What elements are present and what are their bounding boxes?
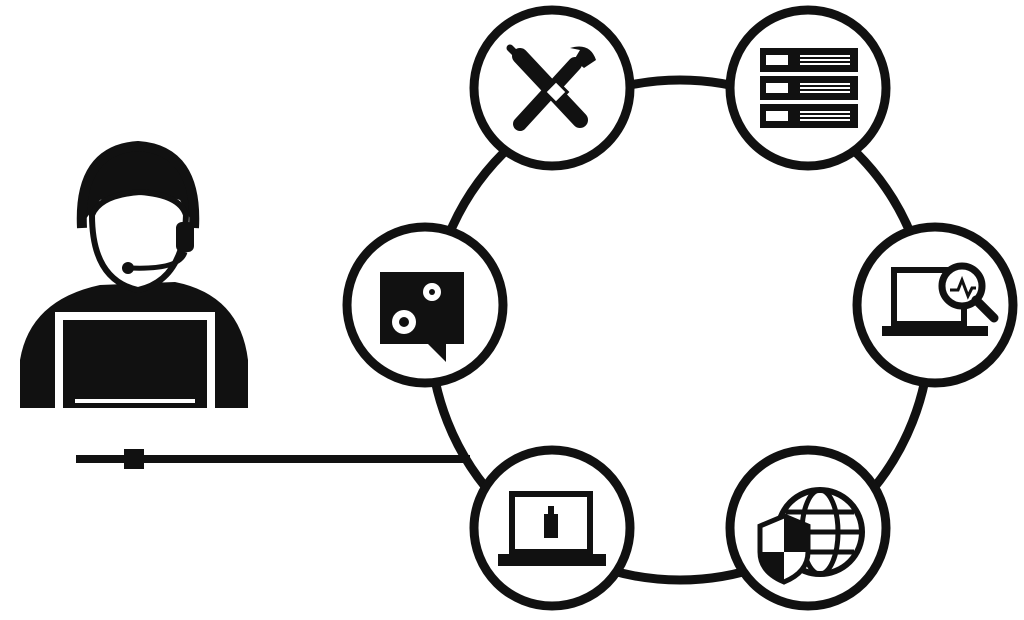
laptop-search-icon [882,262,999,336]
ring-node-security [725,445,891,611]
laptop-usb-icon [498,491,606,566]
support-agent-icon [20,140,248,416]
ring-node-tools [469,5,635,171]
wrench-screwdriver-icon [506,44,596,131]
laptop-icon [55,312,215,416]
server-rack-icon [760,48,858,128]
ring-node-settings [342,222,508,388]
ring-node-device [469,445,635,611]
headset-icon [76,140,200,274]
ring-node-servers [725,5,891,171]
gear-chat-icon [380,272,464,362]
cable-line [76,449,470,469]
shield-globe-icon [757,487,865,585]
ring-node-monitoring [852,222,1018,388]
